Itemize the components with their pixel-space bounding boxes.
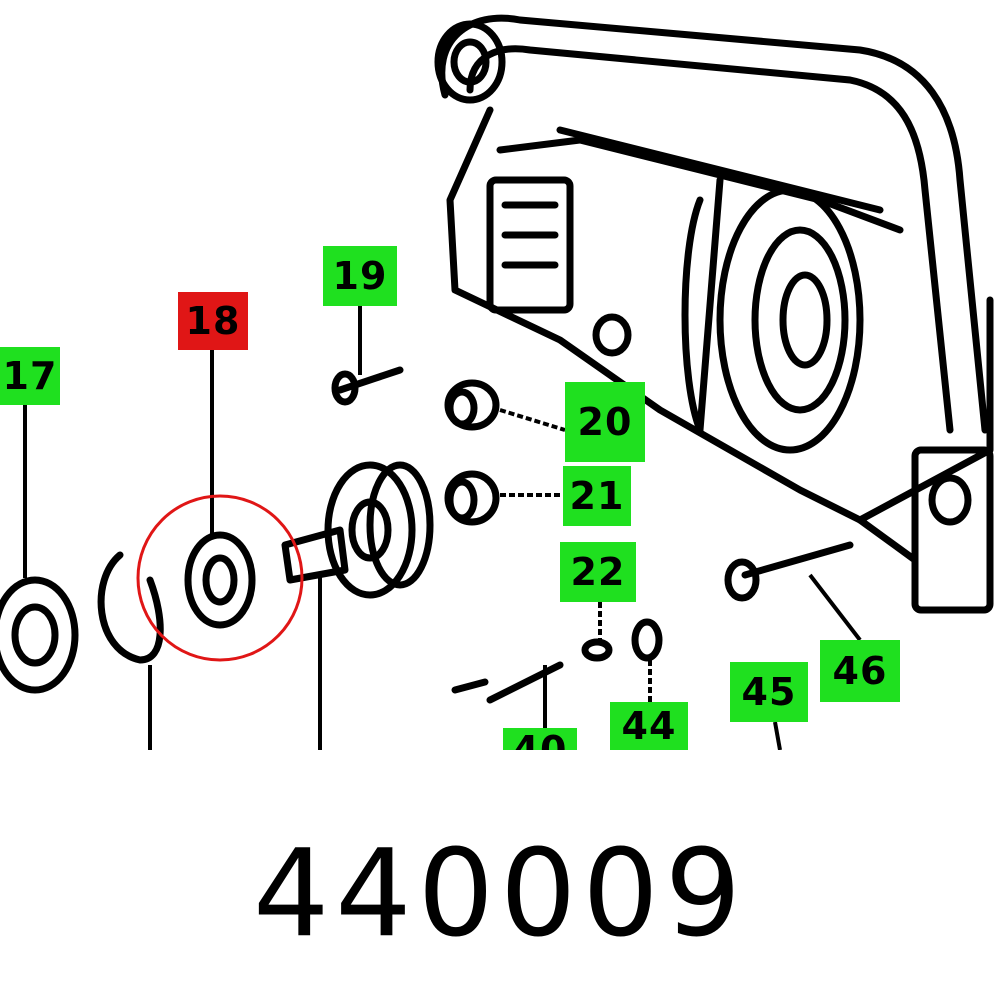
highlight-ring [136, 494, 304, 662]
callout-19: 19 [323, 246, 397, 306]
callout-20: 20 [565, 382, 645, 462]
part-22-screw [581, 638, 613, 662]
callout-22: 22 [560, 542, 636, 602]
part-17-bearing [0, 576, 79, 694]
exploded-parts-diagram [0, 14, 994, 750]
part-20-bushing [444, 379, 500, 431]
callout-17: 17 [0, 347, 60, 405]
part-18-bearing [184, 531, 256, 629]
side-bracket [911, 446, 994, 614]
callout-44: 44 [610, 702, 688, 750]
control-panel [486, 176, 574, 314]
part-circlip [97, 551, 164, 664]
part-number: 440009 [252, 825, 748, 964]
part-46-bolt [724, 541, 854, 602]
callout-21: 21 [563, 466, 631, 526]
callout-46: 46 [820, 640, 900, 702]
housing-handle-inner [466, 45, 954, 434]
housing-body [446, 106, 994, 524]
housing-handle [438, 14, 989, 434]
handle-knob [434, 20, 506, 104]
part-21-bushing [444, 470, 500, 526]
callout-40: 40 [503, 728, 577, 750]
callout-18: 18 [178, 292, 248, 350]
part-shaft-gear [281, 461, 434, 599]
callout-45: 45 [730, 662, 808, 722]
motor-flange [716, 186, 864, 454]
part-19-screw [331, 366, 404, 406]
part-screw-small [451, 661, 564, 704]
part-44-screw [631, 618, 663, 662]
